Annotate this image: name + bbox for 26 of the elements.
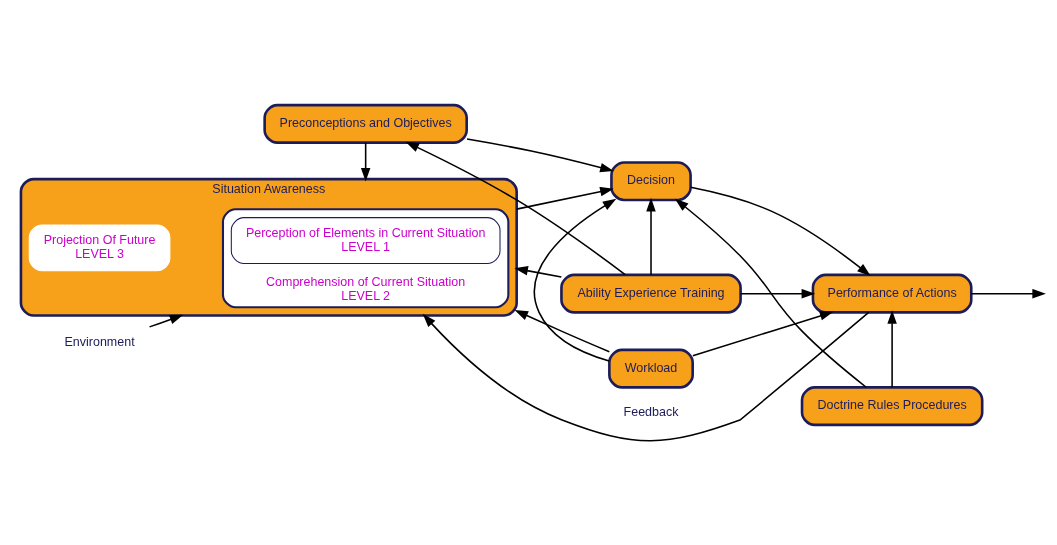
node-box: Projection Of Future LEVEL 3 [28,223,171,271]
arrow [148,314,184,328]
node-box: Preconceptions and Objectives [263,103,468,144]
arrow [422,311,870,441]
node-box: Performance of Actions [811,273,973,314]
node-box: Decision [610,160,692,201]
arrow [970,288,1046,298]
arrow [405,141,626,275]
node-box: Doctrine Rules Procedures [800,385,984,426]
node-box: Perception of Elements in Current Situation LEVEL 1 [230,216,501,264]
node-box: Workload [608,348,694,389]
arrow [515,186,614,210]
arrow [692,310,834,357]
node-text: Environment [64,334,135,349]
arrow [466,137,614,172]
arrow [514,265,563,278]
arrow [646,197,656,276]
arrow [533,198,617,362]
arrow [739,288,816,298]
arrow [514,309,611,353]
arrow [689,186,871,276]
arrow [887,309,897,388]
arrow [360,141,371,181]
arrow [674,198,867,388]
edge-label: Feedback [623,404,679,419]
node-box: Ability Experience Training [560,273,742,314]
